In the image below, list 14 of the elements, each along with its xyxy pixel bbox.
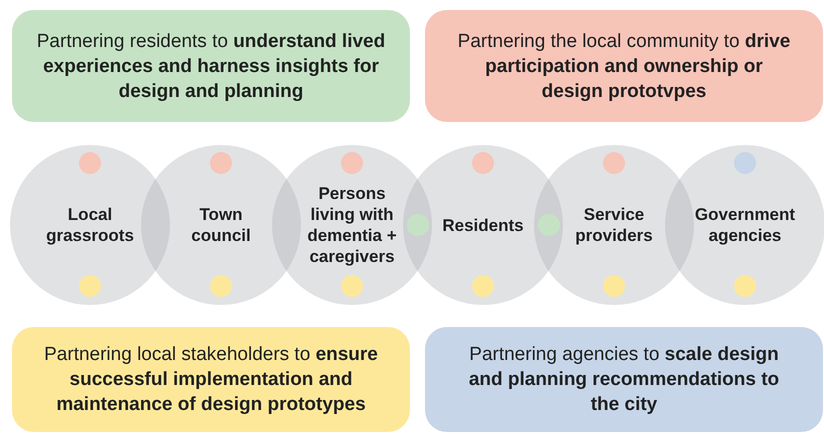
- description-card: [12, 327, 410, 432]
- circle-label: Service providers: [574, 204, 654, 246]
- circle-label: Government agencies: [694, 204, 796, 246]
- circle-label: Residents: [441, 214, 525, 236]
- card-text: Partnering local stakeholders to ensure successful implementation and maintenance of design prototypes: [43, 343, 379, 417]
- card-text: Partnering the local community to drive participation and ownership or design prototvpes: [456, 30, 792, 104]
- circle-label: Town council: [190, 204, 252, 246]
- card-text: Partnering agencies to scale design and planning recommendations to the city: [468, 343, 780, 417]
- circle-label: Persons living with dementia + caregivers: [306, 183, 398, 267]
- description-card: [12, 10, 410, 122]
- description-card: [425, 10, 823, 122]
- card-text: Partnering residents to understand lived experiences and harness insights for design and planning: [36, 30, 386, 104]
- circle-label: Local grassroots: [45, 204, 135, 246]
- description-card: [425, 327, 823, 432]
